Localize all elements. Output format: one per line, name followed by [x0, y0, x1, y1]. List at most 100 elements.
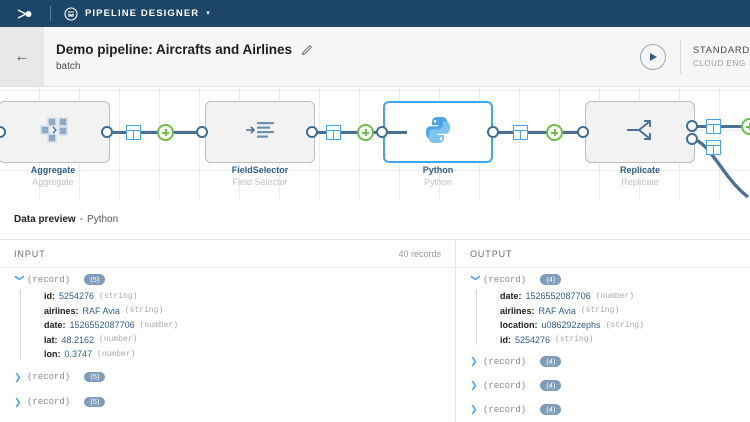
- node-label-python: Python: [422, 165, 454, 175]
- link-python-replicate[interactable]: [496, 131, 584, 134]
- status-badge: (4): [540, 274, 562, 285]
- status-badge: (5): [84, 371, 106, 383]
- status-badge: (4): [540, 356, 562, 367]
- field-key: id:: [44, 291, 55, 302]
- play-icon: [650, 52, 658, 61]
- back-arrow-icon: ←: [14, 47, 30, 65]
- field-value: RAF Avia: [538, 305, 576, 316]
- pencil-icon[interactable]: [301, 43, 313, 56]
- back-button[interactable]: ←: [0, 27, 44, 86]
- node-port-fieldselector-in[interactable]: [196, 126, 208, 138]
- chevron-down-icon[interactable]: ▾: [206, 10, 210, 17]
- table-row: id: 5254276 (string): [28, 289, 455, 304]
- output-rows: ❯ (record) (4) date: 1526552087706 (numb…: [456, 268, 750, 422]
- dataset-icon-1[interactable]: [126, 125, 141, 140]
- pipeline-node-fieldselector[interactable]: [205, 101, 315, 163]
- chevron-right-icon[interactable]: ❯: [470, 404, 478, 414]
- node-port-python-out[interactable]: [487, 126, 499, 138]
- link-replicate-branch-2[interactable]: [690, 135, 750, 200]
- pipeline-app-icon: [64, 6, 78, 21]
- input-panel: INPUT 40 records ❯ (record) (5) id: 5254…: [0, 240, 456, 422]
- dataset-icon-4[interactable]: [706, 119, 721, 134]
- field-key: location:: [500, 320, 538, 331]
- chevron-down-icon[interactable]: ❯: [471, 274, 481, 282]
- pipeline-canvas[interactable]: Aggregate Aggregate FieldSelector Field …: [0, 87, 750, 200]
- chevron-right-icon[interactable]: ❯: [14, 371, 22, 382]
- field-key: id:: [500, 334, 511, 345]
- list-item[interactable]: ❯ (record) (5): [0, 270, 455, 289]
- add-step-icon-1[interactable]: [157, 124, 174, 141]
- input-record-count: 40 records: [398, 248, 441, 259]
- pipeline-node-replicate[interactable]: [585, 101, 695, 163]
- chevron-right-icon[interactable]: ❯: [470, 356, 478, 366]
- node-port-aggregate-out[interactable]: [101, 126, 113, 138]
- input-panel-header: INPUT 40 records: [0, 240, 455, 268]
- environment-block[interactable]: STANDARD CLOUD ENG: [693, 45, 750, 68]
- list-item[interactable]: ❯ (record) (4): [456, 270, 750, 289]
- pipeline-subtitle: batch: [56, 60, 81, 72]
- top-navigation-bar: PIPELINE DESIGNER ▾: [0, 0, 750, 27]
- list-item[interactable]: ❯ (record) (5): [0, 393, 455, 412]
- chevron-down-icon[interactable]: ❯: [15, 274, 25, 282]
- aggregate-icon: [40, 116, 68, 148]
- chevron-right-icon[interactable]: ❯: [470, 380, 478, 390]
- field-type: (number): [99, 335, 138, 345]
- table-row: lat: 48.2162 (number): [28, 333, 455, 348]
- nav-divider: [50, 6, 51, 21]
- node-port-fieldselector-out[interactable]: [306, 126, 318, 138]
- field-key: date:: [44, 320, 66, 331]
- add-step-icon-2[interactable]: [357, 124, 374, 141]
- replicate-icon: [625, 118, 655, 147]
- record-label: (record): [483, 380, 527, 391]
- field-type: (number): [595, 291, 634, 301]
- field-key: airlines:: [44, 305, 79, 316]
- table-row: date: 1526552087706 (number): [28, 318, 455, 333]
- run-pipeline-button[interactable]: [639, 43, 666, 70]
- field-selector-icon: [245, 119, 275, 146]
- status-badge: (4): [540, 380, 562, 391]
- node-port-replicate-out-1[interactable]: [686, 120, 698, 132]
- node-label-fieldselector: FieldSelector: [231, 165, 289, 175]
- node-port-replicate-in[interactable]: [577, 126, 589, 138]
- field-value: 1526552087706: [69, 320, 135, 331]
- field-type: (string): [605, 320, 644, 330]
- node-label-aggregate: Aggregate: [30, 165, 76, 175]
- field-type: (string): [580, 306, 620, 316]
- header-actions: STANDARD CLOUD ENG: [639, 27, 750, 86]
- field-key: airlines:: [500, 305, 535, 316]
- table-row: lon: 0.3747 (number): [28, 347, 455, 362]
- link-aggregate-fieldselector[interactable]: [110, 131, 202, 134]
- record-label: (record): [27, 397, 71, 407]
- field-type: (number): [97, 349, 136, 359]
- list-item[interactable]: ❯ (record) (5): [0, 418, 455, 422]
- list-item[interactable]: ❯ (record) (4): [456, 352, 750, 371]
- node-port-replicate-out-2[interactable]: [686, 133, 698, 145]
- field-key: lat:: [44, 334, 58, 345]
- chevron-right-icon[interactable]: ❯: [14, 396, 22, 407]
- node-sublabel-replicate: Replicate: [621, 177, 659, 187]
- list-item[interactable]: ❯ (record) (5): [0, 368, 455, 387]
- brand-logo-icon[interactable]: [16, 6, 38, 22]
- add-step-icon-4[interactable]: [741, 118, 750, 135]
- field-value: 0.3747: [64, 349, 93, 360]
- list-item[interactable]: ❯ (record) (4): [456, 376, 750, 395]
- input-field-list: id: 5254276 (string) airlines: RAF Avia …: [0, 289, 455, 362]
- node-sublabel-fieldselector: Field Selector: [232, 177, 288, 187]
- dataset-icon-2[interactable]: [326, 125, 341, 140]
- record-label: (record): [27, 274, 71, 285]
- node-port-aggregate-in[interactable]: [0, 126, 6, 138]
- dataset-icon-3[interactable]: [513, 125, 528, 140]
- list-item[interactable]: ❯ (record) (4): [456, 400, 750, 419]
- link-replicate-branch-1[interactable]: [694, 125, 750, 128]
- field-type: (string): [124, 306, 164, 316]
- header-divider: [679, 39, 681, 74]
- node-port-python-in[interactable]: [376, 126, 388, 138]
- node-sublabel-python: Python: [423, 177, 453, 187]
- field-type: (string): [99, 291, 138, 301]
- node-label-replicate: Replicate: [619, 165, 661, 175]
- dataset-icon-5[interactable]: [706, 140, 721, 155]
- output-panel-header: OUTPUT: [456, 240, 750, 268]
- add-step-icon-3[interactable]: [546, 124, 563, 141]
- pipeline-node-aggregate[interactable]: [0, 101, 110, 163]
